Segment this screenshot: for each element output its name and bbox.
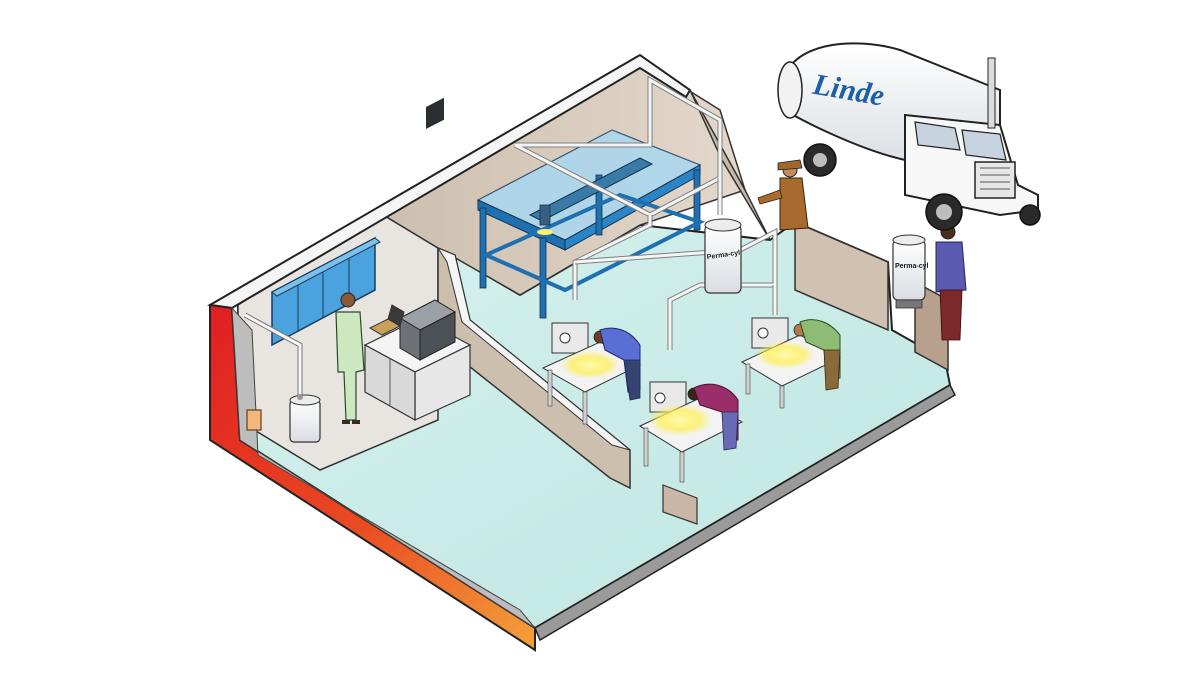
worker-icon [335,292,365,424]
worker-icon [757,159,809,231]
microwave-icon [398,97,457,361]
outer-wall-inner-face [231,306,536,629]
cylinder-label: Perma-cyl [706,250,740,262]
welding-workstation-icon [638,381,744,483]
gas-cylinder-icon: Perma-cyl [892,234,929,309]
partition-wall-top [436,246,631,451]
back-wall-right [689,89,771,241]
welding-workstation-icon [740,317,842,409]
tanker-truck-icon: Linde [777,42,1041,231]
worker-icon [793,319,841,391]
right-partition-wall [794,220,889,332]
kitchen-cabinets [271,236,381,347]
gas-cylinder-icon: Perma-cyl [704,218,742,294]
thermostat-icon [246,409,262,431]
floor-block [662,484,698,525]
cylinder-label: Perma-cyl [895,263,929,270]
worker-icon [593,327,641,401]
floor-front-edge [534,383,956,642]
laptop-icon [368,304,405,336]
right-partition-wall-2 [914,280,949,372]
gas-cylinder-icon [289,394,321,443]
worker-icon [687,383,739,451]
